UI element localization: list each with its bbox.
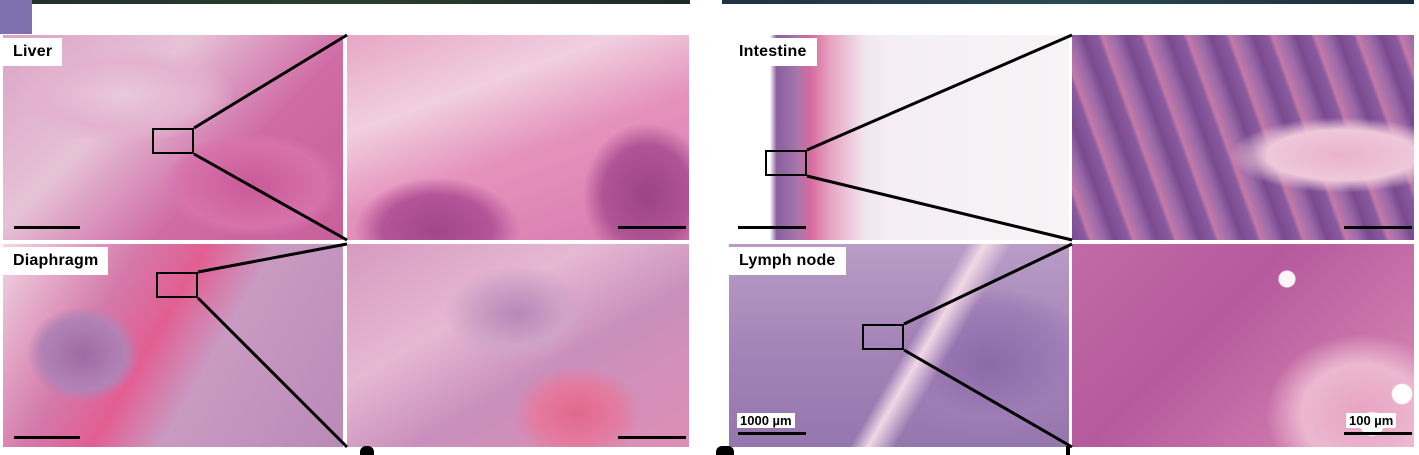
lymph-node-selection-box [862, 324, 904, 350]
top-strip-right [722, 0, 1414, 4]
cropped-text-fragment-middle [716, 446, 734, 455]
overview-scale-label: 1000 µm [737, 413, 795, 428]
diaphragm-scale-bar [14, 436, 80, 439]
liver-scale-bar [14, 226, 80, 229]
top-strip-left [32, 0, 690, 4]
diaphragm-overview-image [3, 244, 343, 447]
intestine-zoom-image [1072, 35, 1414, 240]
intestine-label: Intestine [729, 38, 817, 66]
diaphragm-zoom-scale-bar [618, 436, 686, 439]
cropped-text-fragment-left [360, 446, 374, 455]
liver-selection-box [152, 128, 194, 154]
intestine-overview-image [729, 35, 1069, 240]
liver-zoom-image [347, 35, 689, 240]
intestine-selection-box [765, 150, 807, 176]
lymph-node-scale-bar [738, 432, 806, 435]
intestine-zoom-scale-bar [1344, 226, 1412, 229]
diaphragm-label: Diaphragm [3, 247, 109, 275]
cropped-text-fragment-right [1066, 446, 1070, 455]
liver-label: Liver [3, 38, 63, 66]
zoom-scale-label: 100 µm [1346, 413, 1397, 428]
diaphragm-selection-box [156, 272, 198, 298]
intestine-scale-bar [738, 226, 806, 229]
lymph-node-zoom-scale-bar [1344, 432, 1412, 435]
liver-zoom-scale-bar [618, 226, 686, 229]
diaphragm-zoom-image [347, 244, 689, 447]
lymph-node-label: Lymph node [729, 247, 846, 275]
panel-letter-badge [0, 0, 32, 34]
